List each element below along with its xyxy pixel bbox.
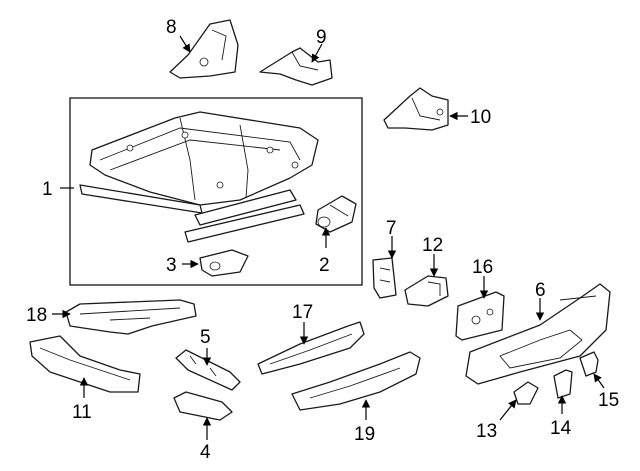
part-9-cover (259, 47, 333, 86)
assembly-frame (69, 97, 363, 286)
callout-8: 8 (166, 17, 177, 38)
part-13-knob (513, 381, 539, 405)
part-14-knob (553, 369, 573, 399)
callout-14: 14 (550, 418, 572, 439)
part-3-small-motor (199, 249, 249, 277)
part-11-lower-trim (29, 335, 141, 393)
callout-11: 11 (72, 402, 92, 423)
part-5-bracket (175, 349, 241, 391)
part-16-switch (455, 291, 505, 341)
part-4-cover (173, 391, 233, 421)
callout-16: 16 (472, 257, 493, 278)
callout-2: 2 (319, 255, 330, 276)
callout-7: 7 (386, 218, 397, 239)
part-10-bracket (383, 87, 449, 131)
callout-6: 6 (535, 280, 546, 301)
part-15-knob (579, 351, 599, 377)
callout-19: 19 (354, 424, 375, 445)
part-12-switch (404, 275, 449, 307)
callout-12: 12 (422, 235, 443, 256)
part-1-seat-frame (79, 111, 319, 243)
callout-3: 3 (166, 255, 177, 276)
callout-9: 9 (316, 27, 327, 48)
callout-13: 13 (476, 421, 497, 442)
callout-15: 15 (598, 390, 619, 411)
callout-10: 10 (470, 107, 491, 128)
callout-17: 17 (292, 302, 313, 323)
callout-18: 18 (26, 305, 47, 326)
callout-1: 1 (42, 179, 53, 200)
part-6-side-shield (465, 283, 611, 385)
callout-4: 4 (200, 442, 211, 463)
part-7-bracket (372, 257, 397, 299)
part-17-track-cover (257, 321, 365, 375)
callout-labels: 1 2 3 4 5 6 7 8 9 10 11 12 13 14 15 16 1… (26, 17, 619, 463)
callout-5: 5 (200, 327, 211, 348)
part-8-bracket (169, 19, 239, 79)
part-2-motor (315, 195, 357, 233)
leader-lines (52, 35, 605, 440)
part-19-track-cover (291, 351, 421, 411)
part-18-trim-panel (65, 299, 197, 335)
